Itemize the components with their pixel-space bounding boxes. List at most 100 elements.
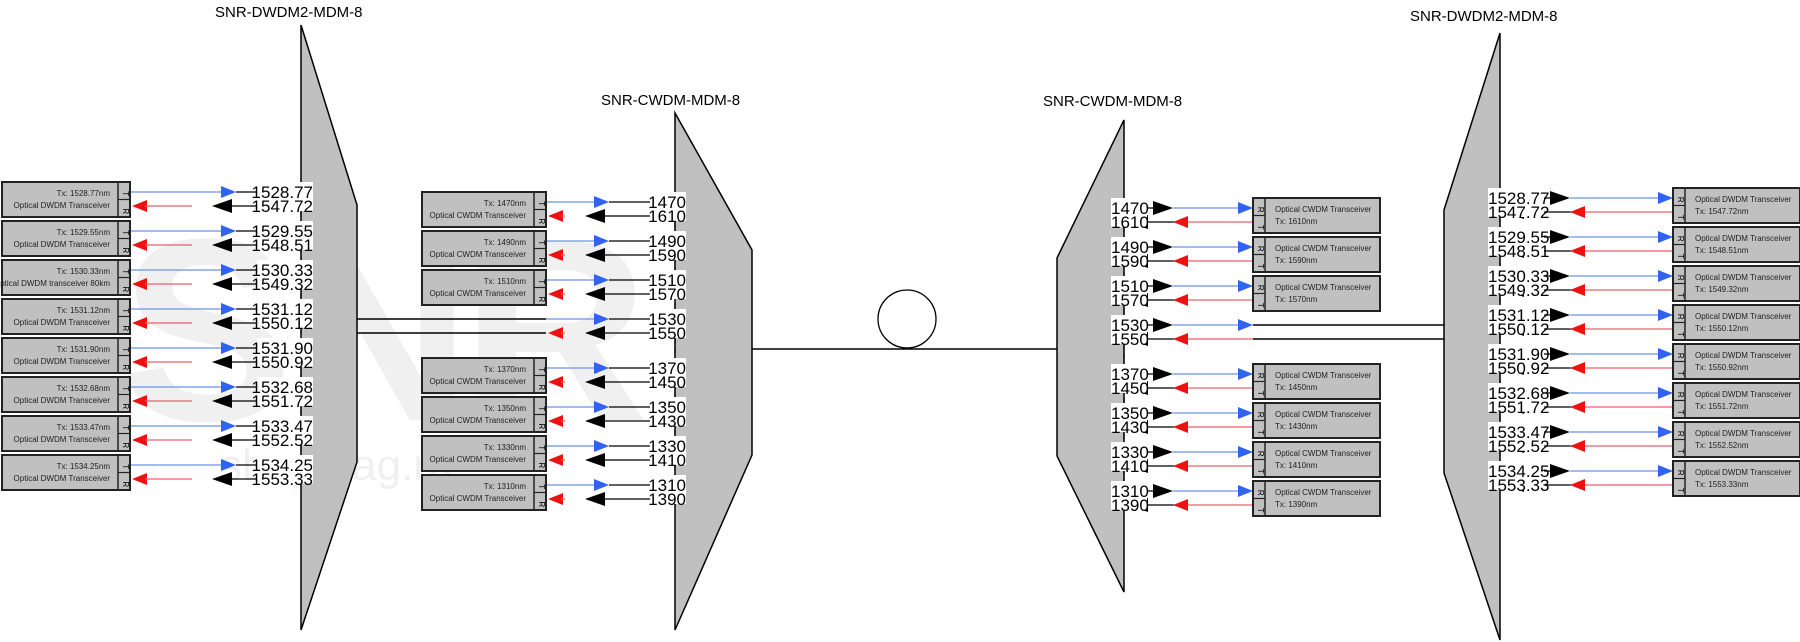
rx-port-label: R xyxy=(1676,392,1685,398)
rx-arrow-icon xyxy=(132,356,147,368)
left_dwdm-transceiver-4-body[interactable] xyxy=(1,337,131,374)
right_dwdm-transceiver-7-body[interactable] xyxy=(1672,460,1800,497)
rx-port-label: R xyxy=(1256,451,1265,457)
tx-wavelength-label: 1330 xyxy=(648,437,686,456)
mux-out-arrow-icon xyxy=(1153,318,1173,332)
label-background xyxy=(1488,305,1544,334)
label-background xyxy=(1111,364,1147,393)
tx-arrow-icon xyxy=(221,303,236,315)
left-cwdm-mux xyxy=(674,110,753,631)
left_cwdm-transceiver-7-body[interactable] xyxy=(421,474,547,511)
left_dwdm-transceiver-5-body[interactable] xyxy=(1,376,131,413)
transceiver-tx-wavelength: Tx: 1550.12nm xyxy=(1695,324,1749,333)
left_dwdm-transceiver-3-body[interactable] xyxy=(1,298,131,335)
left_dwdm-transceiver-0-body[interactable] xyxy=(1,181,131,218)
right_cwdm-transceiver-0-body[interactable] xyxy=(1252,197,1381,234)
right_cwdm-transceiver-7-body[interactable] xyxy=(1252,480,1381,517)
right_cwdm-transceiver-1-body[interactable] xyxy=(1252,236,1381,273)
right_dwdm-transceiver-1-body[interactable] xyxy=(1672,226,1800,263)
tx-arrow-icon xyxy=(221,186,236,198)
transceiver-model: Optical DWDM Transceiver xyxy=(14,201,111,210)
transceiver-model: Optical CWDM Transceiver xyxy=(1275,244,1372,253)
rx-wavelength-label: 1390 xyxy=(648,490,686,509)
mux-out-arrow-icon xyxy=(212,355,232,369)
right_dwdm-transceiver-4-body[interactable] xyxy=(1672,343,1800,380)
right_cwdm-transceiver-2-body[interactable] xyxy=(1252,275,1381,312)
transceiver-tx-wavelength: Tx: 1552.52nm xyxy=(1695,441,1749,450)
left_dwdm-transceiver-7-body[interactable] xyxy=(1,454,131,491)
rx-wavelength-label: 1550.92 xyxy=(252,353,313,372)
tx-wavelength-label: 1490 xyxy=(1111,238,1149,257)
mux-out-arrow-icon xyxy=(585,492,605,506)
transceiver-tx-wavelength: Tx: 1430nm xyxy=(1275,422,1318,431)
mux-out-arrow-icon xyxy=(212,472,232,486)
right_cwdm-transceiver-4-body[interactable] xyxy=(1252,363,1381,400)
rx-port-label: R xyxy=(1676,275,1685,281)
mux-out-arrow-icon xyxy=(1153,201,1173,215)
right_dwdm-transceiver-3-body[interactable] xyxy=(1672,304,1800,341)
mux-shapes xyxy=(300,24,1501,641)
right_dwdm-transceiver-5-body[interactable] xyxy=(1672,382,1800,419)
rx-arrow-icon xyxy=(1570,401,1585,413)
right_dwdm-transceiver-0-body[interactable] xyxy=(1672,187,1800,224)
left_cwdm-transceiver-4-body[interactable] xyxy=(421,357,547,394)
right_dwdm-transceiver-6-body[interactable] xyxy=(1672,421,1800,458)
rx-port-label: R xyxy=(121,208,130,214)
transceiver-model: Optical CWDM Transceiver xyxy=(1275,283,1372,292)
right_cwdm-transceiver-6-body[interactable] xyxy=(1252,441,1381,478)
left_dwdm-transceiver-1-body[interactable] xyxy=(1,220,131,257)
rx-wavelength-label: 1450 xyxy=(1111,379,1149,398)
left_cwdm-transceiver-1-body[interactable] xyxy=(421,230,547,267)
tx-port-label: T xyxy=(1256,391,1265,396)
tx-wavelength-label: 1530 xyxy=(1111,316,1149,335)
left_cwdm-transceiver-5-body[interactable] xyxy=(421,396,547,433)
left_dwdm-transceiver-6-body[interactable] xyxy=(1,415,131,452)
right_cwdm-transceiver-5-body[interactable] xyxy=(1252,402,1381,439)
left_dwdm-transceiver-2-body[interactable] xyxy=(1,259,131,296)
rx-port-label: R xyxy=(1256,490,1265,496)
left_cwdm-transceiver-6-body[interactable] xyxy=(421,435,547,472)
rx-wavelength-label: 1552.52 xyxy=(1488,437,1549,456)
tx-arrow-icon xyxy=(1658,192,1673,204)
left_cwdm-transceiver-0-body[interactable] xyxy=(421,191,547,228)
left_cwdm-transceiver-2-body[interactable] xyxy=(421,269,547,306)
right_dwdm-transceiver-2-body[interactable] xyxy=(1672,265,1800,302)
tx-port-label: T xyxy=(121,230,130,235)
tx-arrow-icon xyxy=(1658,465,1673,477)
tx-arrow-icon xyxy=(1238,241,1253,253)
